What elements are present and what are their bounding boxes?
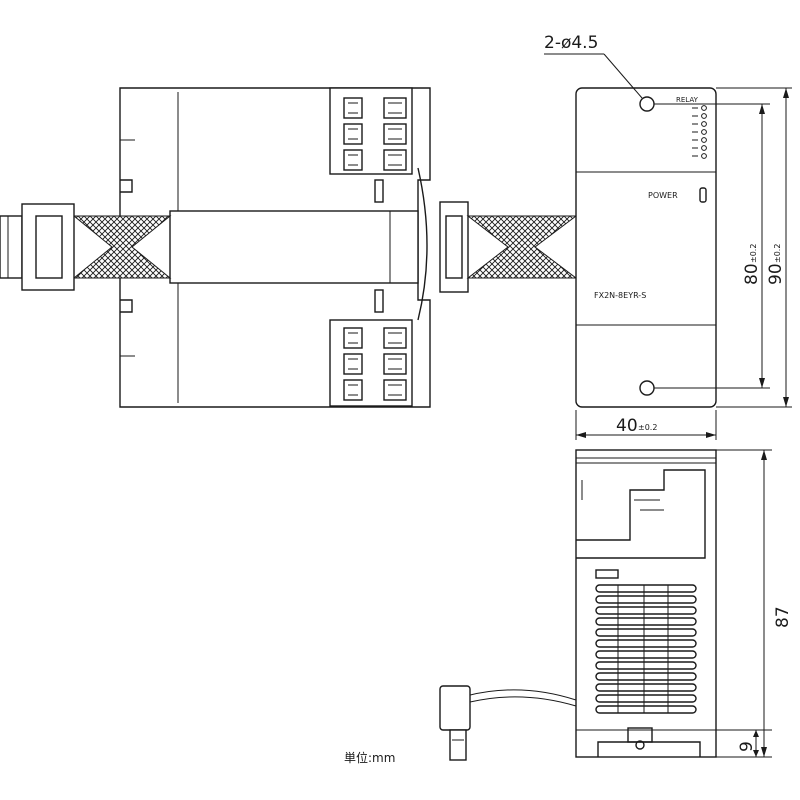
dim-rail: 9	[716, 729, 772, 757]
depth-view	[439, 449, 717, 761]
dim-width: 40 ±0.2	[575, 410, 717, 440]
left-connector	[0, 203, 172, 291]
dim-hole-pitch: 80 ±0.2	[654, 103, 770, 389]
vent-slots	[595, 584, 697, 714]
front-view: RELAY POWER FX2N-8EYR-S	[575, 87, 717, 408]
model-label: FX2N-8EYR-S	[594, 291, 646, 300]
dim-hole-pitch-value: 80	[742, 263, 762, 285]
dim-width-value: 40	[616, 416, 638, 436]
dim-depth: 87	[716, 449, 793, 758]
dim-height-tol: ±0.2	[773, 244, 782, 263]
unit-label: 単位:mm	[344, 750, 395, 765]
led-label: RELAY	[676, 96, 699, 104]
hole-callout: 2-ø4.5	[544, 33, 643, 99]
dim-rail-value: 9	[737, 741, 757, 752]
side-view	[119, 87, 431, 408]
hole-callout-text: 2-ø4.5	[544, 33, 598, 53]
dim-width-tol: ±0.2	[638, 423, 657, 432]
right-connector	[439, 201, 578, 293]
dim-height: 90 ±0.2	[716, 87, 792, 408]
dim-hole-pitch-tol: ±0.2	[749, 244, 758, 263]
dim-height-value: 90	[766, 263, 786, 285]
led-indicators	[692, 105, 707, 159]
terminal-screws-top	[343, 97, 407, 171]
power-label: POWER	[648, 191, 678, 200]
power-led	[699, 187, 707, 203]
terminal-screws-bottom	[343, 327, 407, 401]
dim-depth-value: 87	[773, 606, 793, 628]
